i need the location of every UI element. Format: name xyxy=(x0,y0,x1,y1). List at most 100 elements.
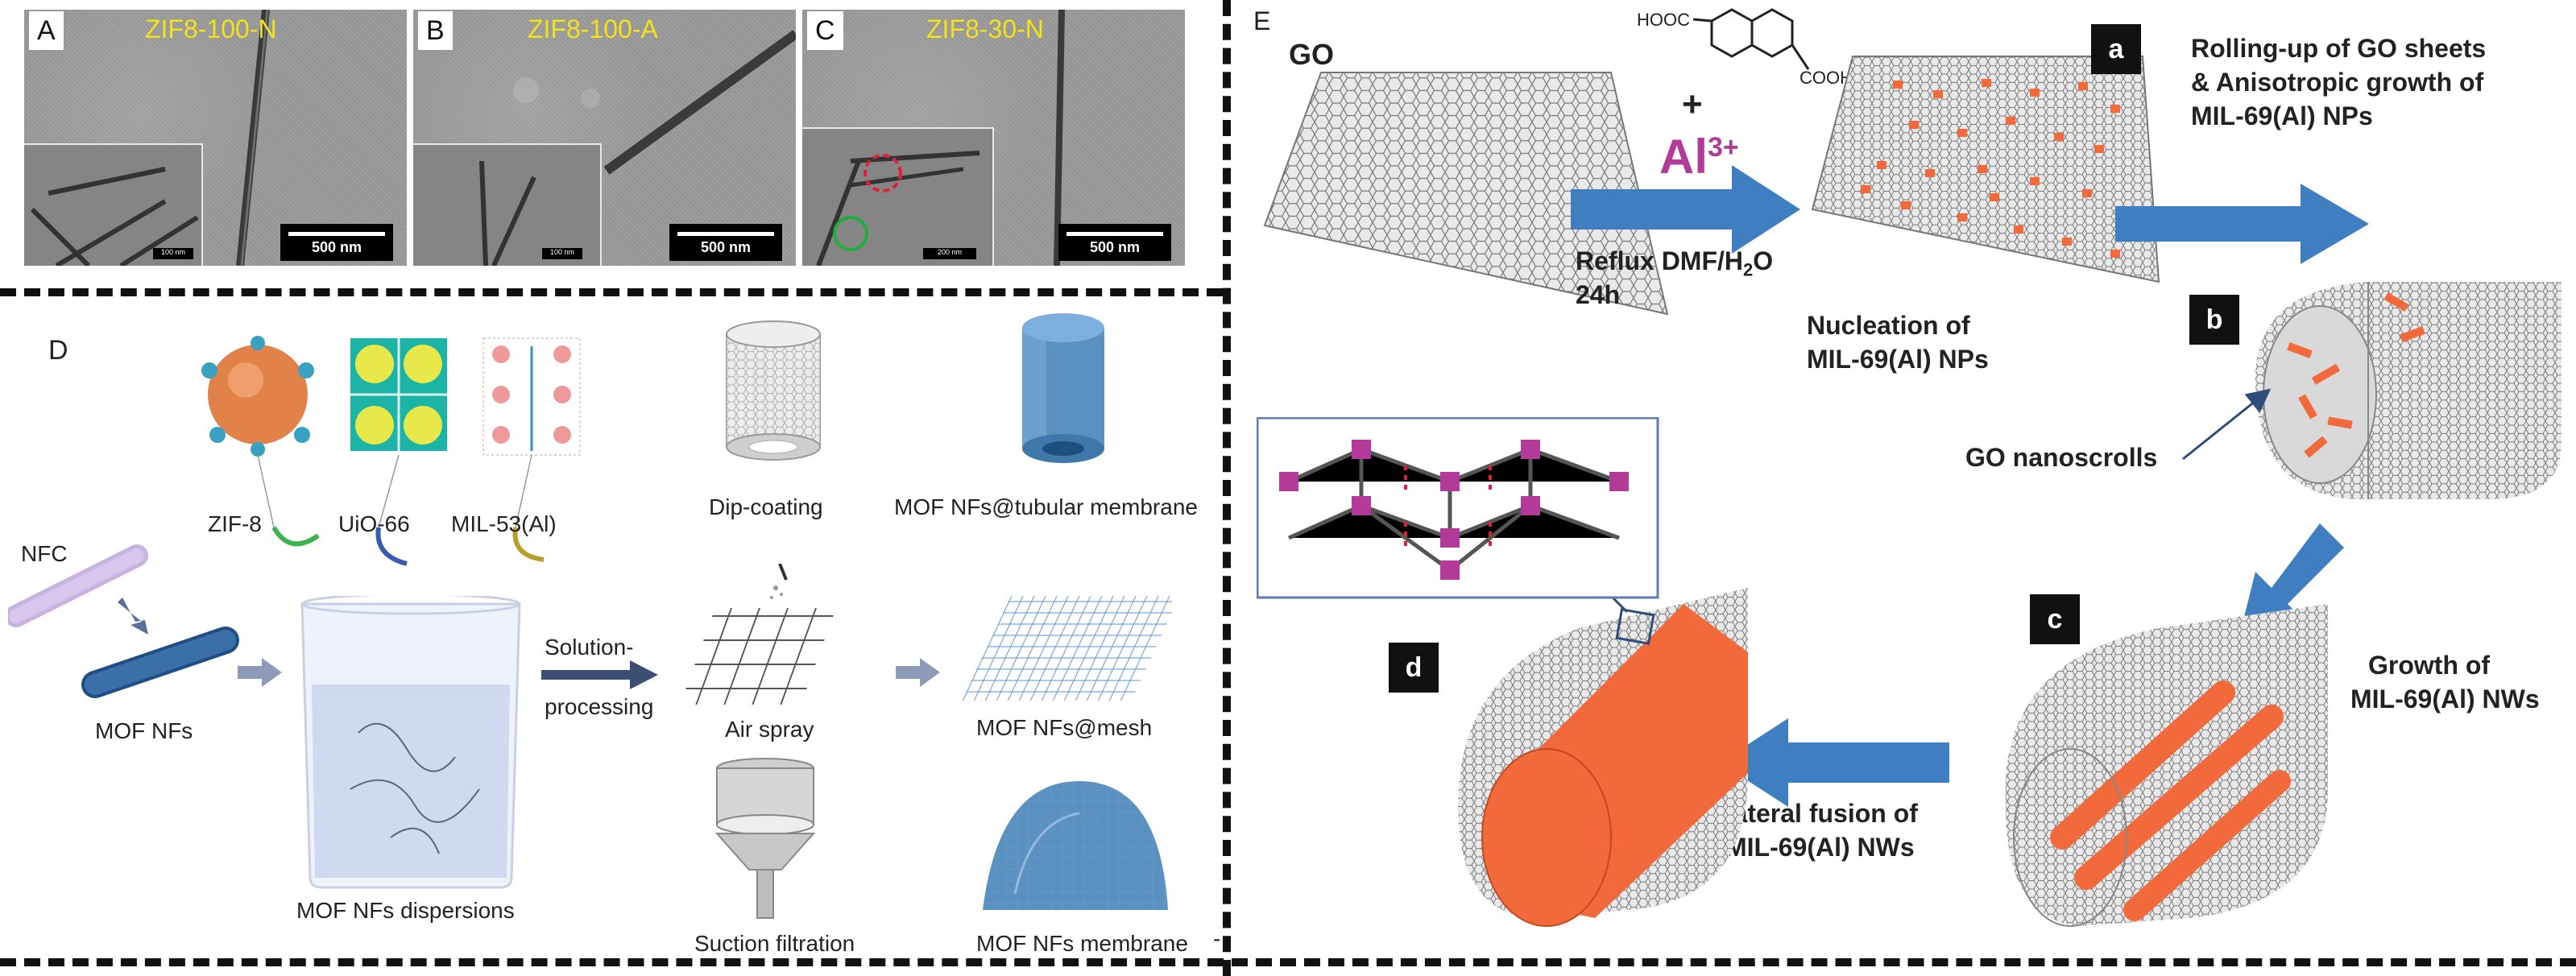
step-tag-d: d xyxy=(1389,643,1439,693)
rolling-line2: & Anisotropic growth of xyxy=(2191,68,2484,97)
nfc-rod-icon xyxy=(8,544,148,627)
tem-image-c: 200 nm 500 nm xyxy=(802,10,1185,266)
step-tag-a: a xyxy=(2091,24,2141,74)
go-nanoscroll-icon xyxy=(2255,282,2562,499)
growth-line1: Growth of xyxy=(2368,651,2491,680)
nucleated-go-sheet-icon xyxy=(1811,56,2160,283)
reflux-sub: 2 xyxy=(1743,259,1754,280)
metal-ion-charge: 3+ xyxy=(1708,132,1739,163)
arrow-step-3-icon xyxy=(2239,523,2344,636)
fused-nw-scroll-icon xyxy=(1458,573,1748,927)
arrow-to-products-icon xyxy=(896,658,940,687)
panel-title-a: ZIF8-100-N xyxy=(145,14,277,43)
product-membrane: MOF NFs membrane xyxy=(976,931,1188,956)
panel-title-b: ZIF8-100-A xyxy=(528,14,658,43)
uio66-structure-icon xyxy=(350,338,447,566)
panel-letter-d: D xyxy=(48,335,68,366)
dip-coating-tube-icon xyxy=(726,321,821,461)
reflux-time: 24h xyxy=(1576,280,1621,309)
nfc-label: NFC xyxy=(21,541,68,566)
nanofiber-strand xyxy=(236,10,270,266)
method-suction-filtration: Suction filtration xyxy=(694,931,855,956)
step-tag-b: b xyxy=(2189,295,2239,345)
nanofiber-strand xyxy=(513,30,796,175)
method-air-spray: Air spray xyxy=(725,717,814,742)
panel-letter-c: C xyxy=(807,11,843,50)
fusion-line2: MIL-69(Al) NWs xyxy=(1725,833,1915,862)
mof-label-zif8: ZIF-8 xyxy=(208,511,262,536)
reflux-text-1: Reflux DMF/H xyxy=(1576,246,1743,275)
inset-image-a: 100 nm xyxy=(24,143,203,266)
zif8-structure-icon xyxy=(201,336,320,547)
inset-scale-c: 200 nm xyxy=(923,248,976,259)
mof-nfs-label: MOF NFs xyxy=(95,718,193,743)
nw-scroll-icon xyxy=(2005,604,2328,927)
inset-scale-b: 100 nm xyxy=(542,248,582,259)
scale-bar-a: 500 nm xyxy=(280,224,393,261)
product-tubular-membrane: MOF NFs@tubular membrane xyxy=(894,494,1198,519)
product-mesh: MOF NFs@mesh xyxy=(976,715,1153,740)
panel-letter-a: A xyxy=(29,11,64,50)
beaker-icon xyxy=(300,596,521,889)
nucleation-line1: Nucleation of xyxy=(1807,311,1970,340)
mof-mesh-icon xyxy=(963,596,1172,701)
scale-bar-c: 500 nm xyxy=(1058,224,1171,261)
nanoscroll-label: GO nanoscrolls xyxy=(1965,443,2158,472)
dispersion-label: MOF NFs dispersions xyxy=(296,898,515,923)
go-label: GO xyxy=(1289,38,1335,71)
metal-ion-label: Al3+ xyxy=(1659,129,1739,184)
naphthalene-dicarboxylate-icon xyxy=(1692,8,1810,70)
tem-image-a: 100 nm 500 nm xyxy=(24,10,407,266)
panel-letter-e: E xyxy=(1253,6,1271,35)
tubular-membrane-icon xyxy=(1022,313,1104,463)
scale-label-c: 500 nm xyxy=(1089,239,1141,255)
mof-nf-icon xyxy=(81,627,239,698)
arrow-step-2-icon xyxy=(2115,184,2369,264)
mof-label-uio66: UiO-66 xyxy=(338,511,410,536)
mof-crystal-inset-icon xyxy=(1257,417,1659,599)
plus-sign: + xyxy=(1682,85,1703,124)
highlight-circle-green xyxy=(833,216,868,251)
growth-line2: MIL-69(Al) NWs xyxy=(2350,684,2540,713)
scale-label-b: 500 nm xyxy=(700,239,752,255)
inset-scale-a: 100 nm xyxy=(153,248,193,259)
tem-image-b: 100 nm 500 nm xyxy=(413,10,796,266)
nanofiber-strand xyxy=(1054,10,1065,266)
arrow-step-1-icon xyxy=(1571,165,1800,254)
nanoscroll-pointer-icon xyxy=(2182,388,2272,461)
scale-label-a: 500 nm xyxy=(311,239,362,255)
inset-image-c: 200 nm xyxy=(802,127,994,266)
rolling-line1: Rolling-up of GO sheets xyxy=(2191,34,2487,63)
rolling-line3: MIL-69(Al) NPs xyxy=(2191,101,2373,130)
reflux-label: Reflux DMF/H2O xyxy=(1576,245,1773,286)
solution-label-line1: Solution- xyxy=(545,635,634,660)
scale-bar-b: 500 nm xyxy=(669,224,782,261)
arrow-step-4-icon xyxy=(1720,718,1949,807)
linker-group-cooh: COOH xyxy=(1799,68,1853,88)
inset-image-b: 100 nm xyxy=(413,143,602,266)
linker-group-hooc: HOOC xyxy=(1637,10,1690,30)
mof-membrane-icon xyxy=(983,781,1168,910)
reflux-text-2: O xyxy=(1753,246,1774,275)
air-spray-mesh-icon xyxy=(685,564,834,705)
method-dip-coating: Dip-coating xyxy=(709,494,823,519)
panel-title-c: ZIF8-30-N xyxy=(926,14,1044,43)
solution-label-line2: processing xyxy=(545,694,654,719)
divider-bottom xyxy=(0,958,2576,966)
fusion-line1: Lateral fusion of xyxy=(1717,799,1918,828)
mil53-structure-icon xyxy=(482,337,581,562)
highlight-circle-red xyxy=(863,154,902,192)
arrow-to-beaker-icon xyxy=(238,658,282,687)
panel-letter-b: B xyxy=(418,11,453,50)
solution-arrow-icon xyxy=(541,660,658,689)
down-arrow-icon xyxy=(118,598,148,635)
nucleation-line2: MIL-69(Al) NPs xyxy=(1807,345,1989,374)
metal-ion-symbol: Al xyxy=(1659,130,1708,184)
mof-label-mil53: MIL-53(Al) xyxy=(451,511,557,536)
go-sheet-icon xyxy=(1263,72,1669,316)
divider-top-left xyxy=(0,288,1223,296)
trailing-dash: - xyxy=(1213,926,1221,951)
divider-vertical xyxy=(1223,0,1231,976)
mof-structures xyxy=(201,336,581,566)
suction-funnel-icon xyxy=(714,758,816,919)
